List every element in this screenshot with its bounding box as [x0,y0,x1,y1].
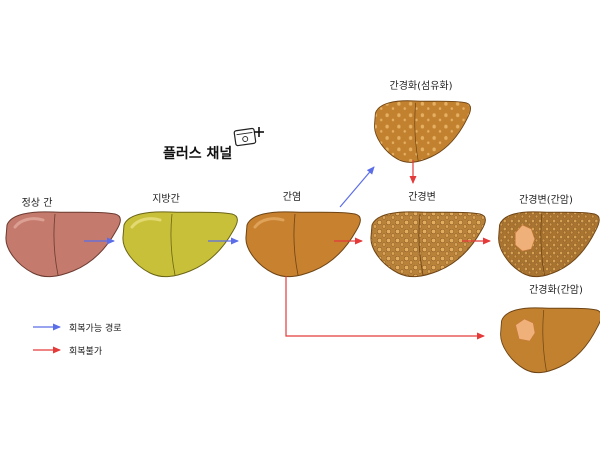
fatty-liver [122,211,238,278]
label-hepatitis: 간염 [282,192,302,203]
cirrhosis-cancer-liver [498,211,600,278]
hepatitis-liver [245,211,361,278]
label-normal-liver: 정상 간 [21,198,53,209]
label-fatty-liver: 지방간 [152,194,180,205]
legend-label-reversible: 회복가능 경로 [69,324,122,334]
arrow-hepatitis-to-liver-cancer [285,276,485,340]
label-cirrhosis-liver-cancer: 간경화(간암) [529,285,583,296]
legend-label-irreversible: 회복불가 [69,347,103,357]
label-fibrosis: 간경화(섬유화) [389,81,453,92]
plus-icon [254,127,264,137]
arrow-hepatitis-to-fibrosis [339,166,375,208]
cirrhosis-liver [370,211,486,278]
chat-card-plus-icon [233,127,257,147]
cirrhosis-liver-cancer-liver [500,307,600,374]
label-cirrhosis: 간경변 [408,192,436,203]
brand-name: 플러스 채널 [163,146,233,162]
fibrosis-liver [373,100,472,163]
label-cirrhosis-cancer: 간경변(간암) [519,195,573,206]
normal-liver [5,211,121,278]
